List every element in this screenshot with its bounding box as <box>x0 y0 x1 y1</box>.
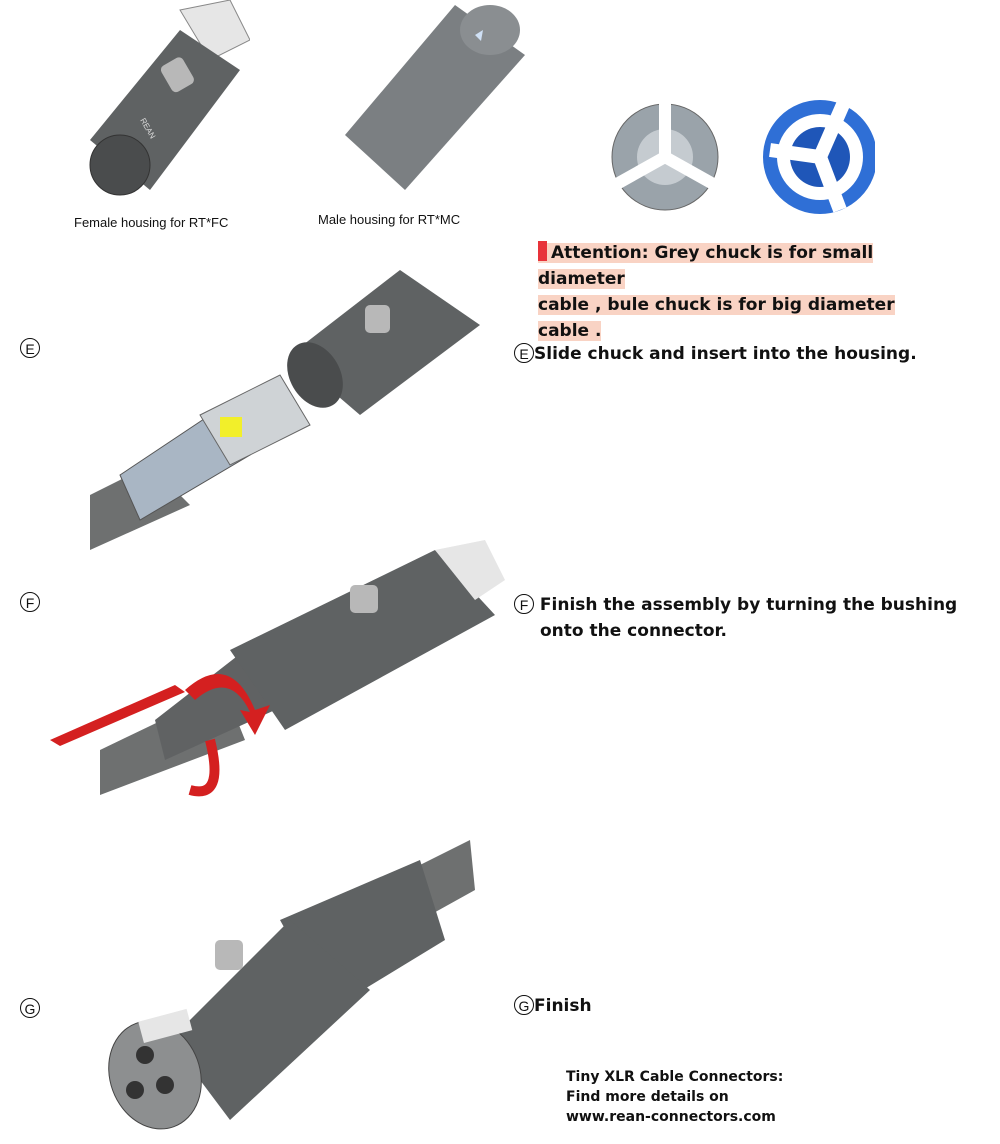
step-f-illustration <box>50 540 505 797</box>
attention-line-1: Attention: Grey chuck is for small diame… <box>538 243 874 289</box>
footer-website: www.rean-connectors.com <box>566 1109 776 1125</box>
step-f-text-line-1: Finish the assembly by turning the bushi… <box>539 595 958 615</box>
male-housing-caption: Male housing for RT*MC <box>318 212 461 227</box>
chuck-illustrations <box>611 100 875 214</box>
step-g-marker-left: G <box>20 998 40 1018</box>
grey-chuck-icon <box>611 100 719 211</box>
step-g-illustration <box>108 840 475 1130</box>
footer-note: Tiny XLR Cable Connectors: Find more det… <box>566 1067 783 1127</box>
male-housing-illustration <box>345 5 525 190</box>
step-g-text: Finish <box>534 996 592 1016</box>
step-f-text-line-2: onto the connector. <box>540 621 727 641</box>
footer-title: Tiny XLR Cable Connectors: <box>566 1069 784 1085</box>
step-f-marker-left: F <box>20 592 40 612</box>
step-e-marker: E <box>514 343 534 363</box>
step-e-marker-left: E <box>20 338 40 358</box>
step-e-text: Slide chuck and insert into the housing. <box>534 344 917 364</box>
step-e-illustration <box>90 270 480 550</box>
step-f-marker: F <box>514 594 534 614</box>
rotation-arrow-icon <box>50 685 185 746</box>
attention-note: Attention: Grey chuck is for small diame… <box>538 240 943 344</box>
blue-chuck-icon <box>763 100 875 214</box>
female-housing-illustration: REAN <box>89 0 250 196</box>
step-g-marker: G <box>514 995 534 1015</box>
step-f-instruction: F Finish the assembly by turning the bus… <box>514 592 957 644</box>
female-housing-caption: Female housing for RT*FC <box>74 215 229 230</box>
footer-line: Find more details on <box>566 1089 729 1105</box>
attention-bar <box>538 241 547 261</box>
attention-line-2: cable , bule chuck is for big diameter c… <box>538 295 895 341</box>
